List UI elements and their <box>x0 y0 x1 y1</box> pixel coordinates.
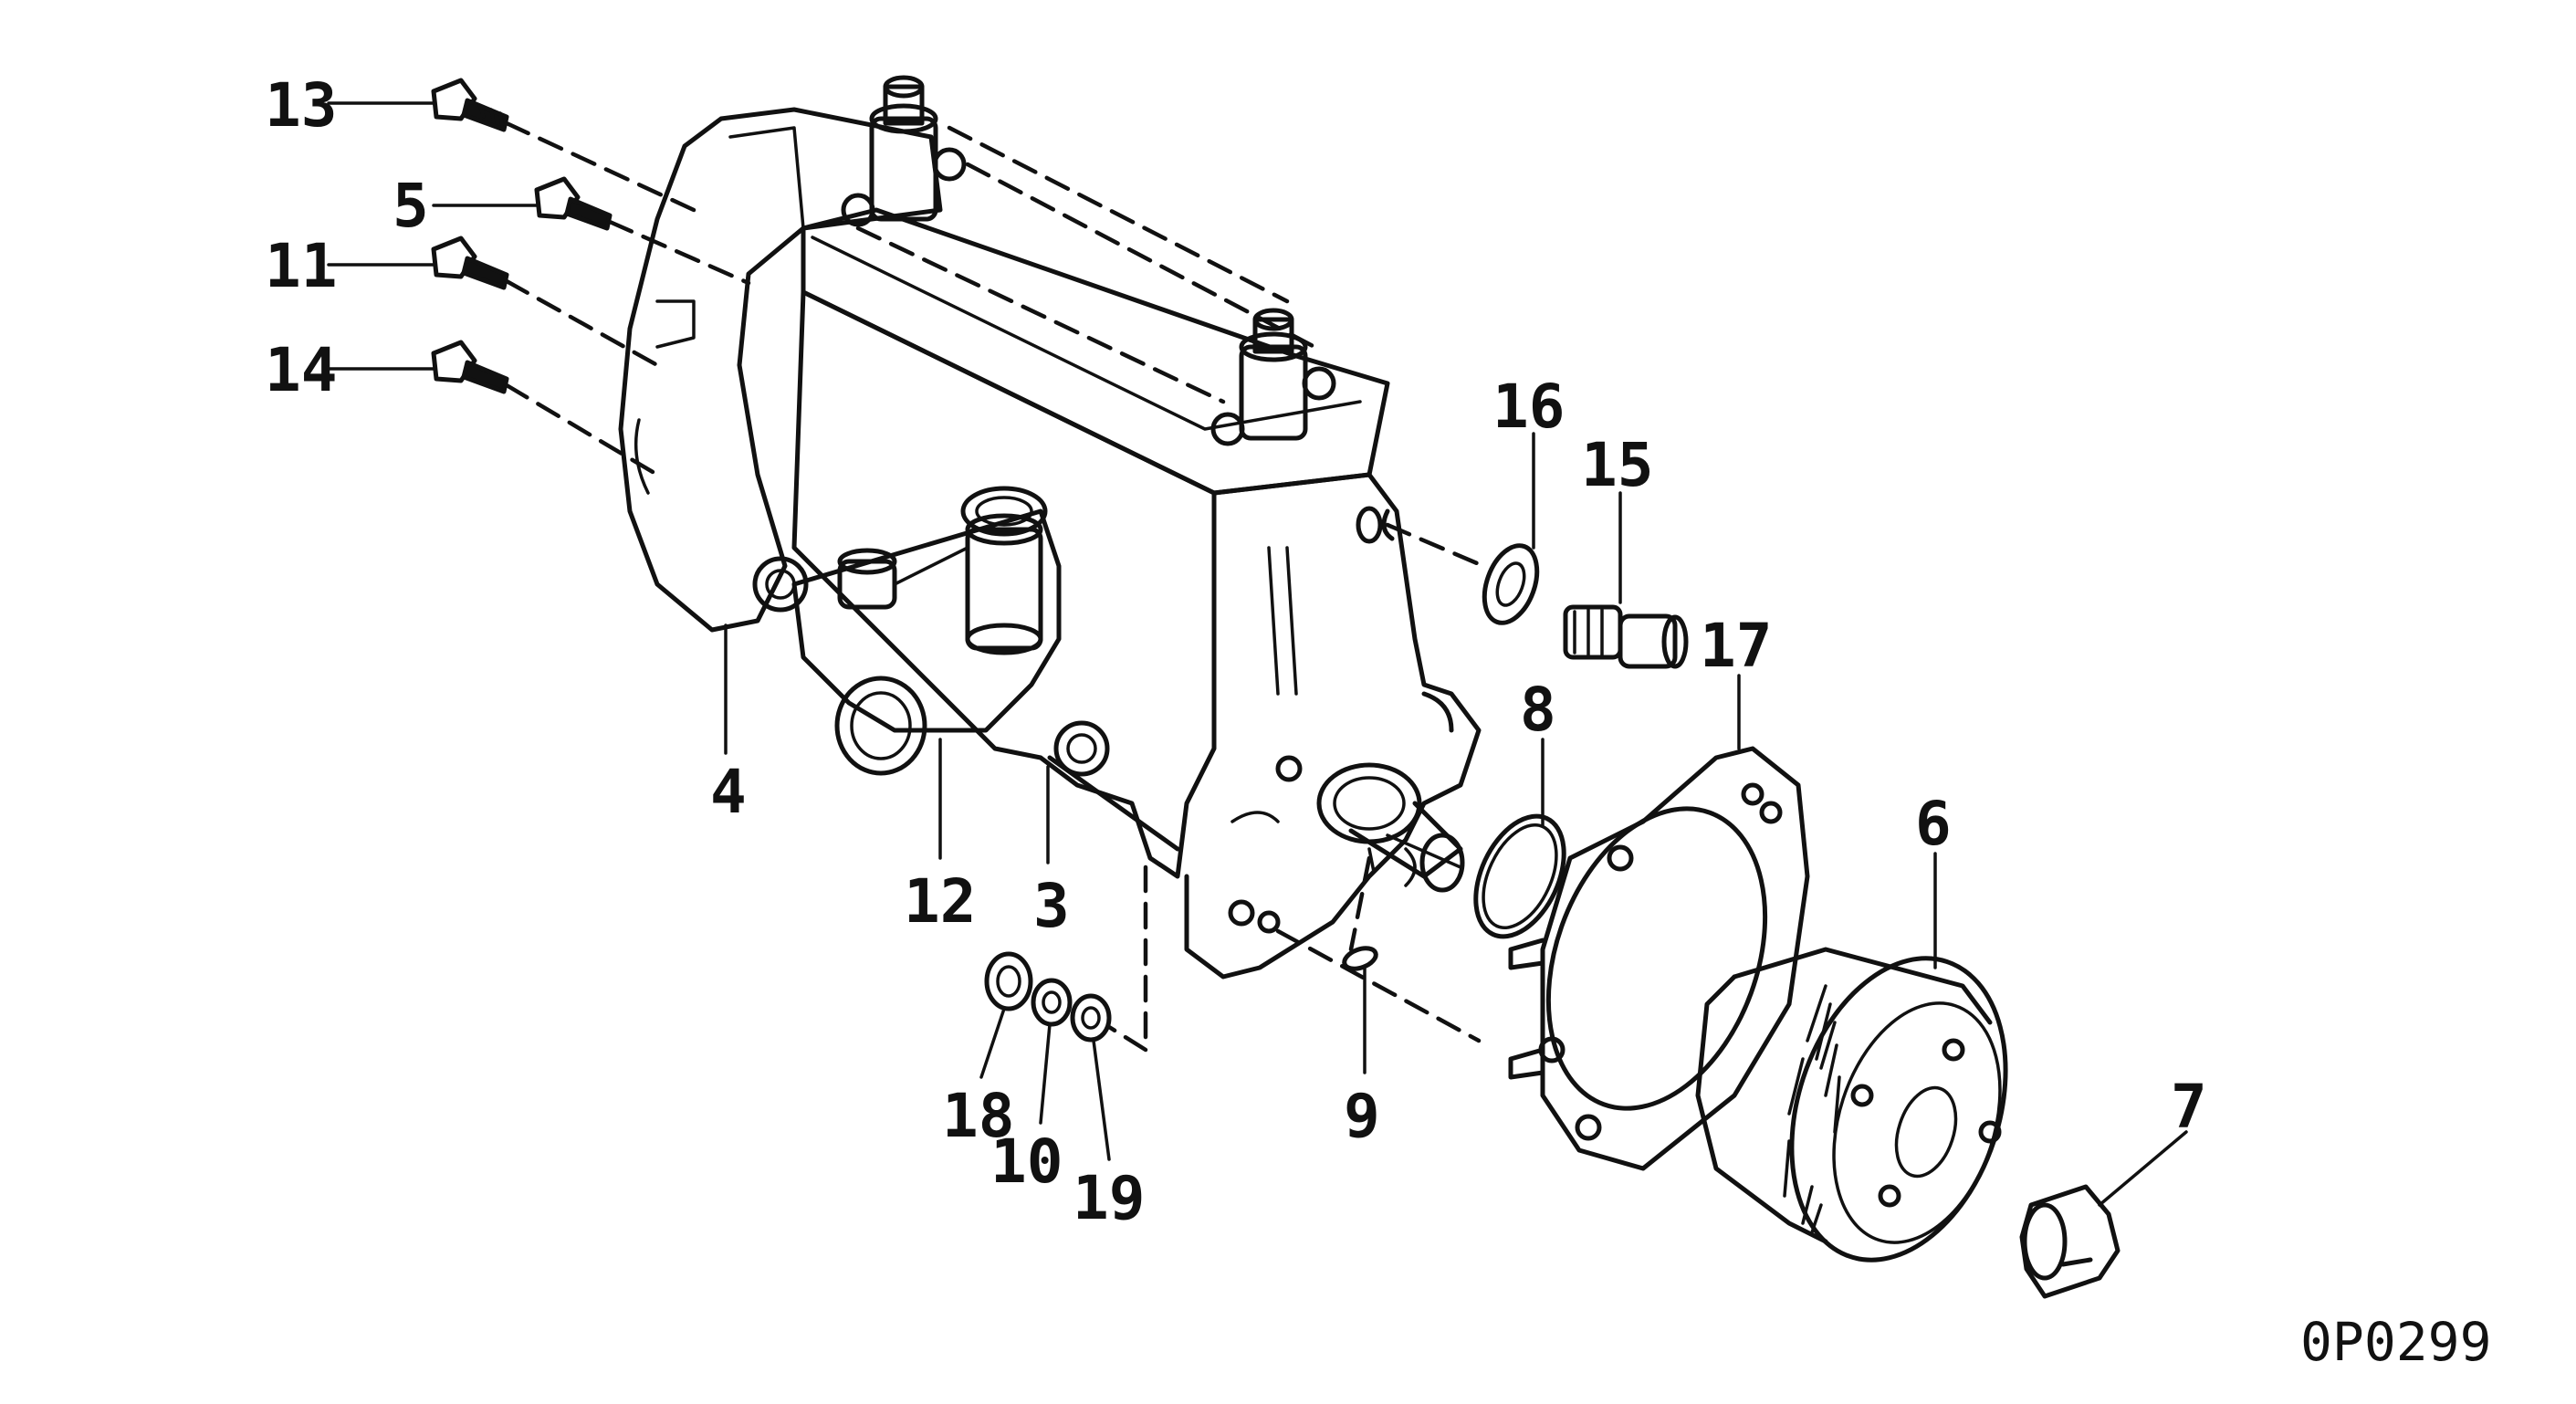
plug-15-icon <box>1563 604 1689 669</box>
callout-labels: 13 5 11 14 4 12 3 16 15 17 8 6 7 9 18 10… <box>265 70 2207 1233</box>
washer-16-icon <box>1482 543 1540 625</box>
washer-19-icon <box>1070 993 1112 1043</box>
injection-pump-body <box>618 107 1482 980</box>
assembly-lines <box>504 120 1486 1053</box>
bolt-5-icon <box>534 176 613 231</box>
callout-16: 16 <box>1492 372 1565 442</box>
bolt-11-icon <box>431 236 509 290</box>
bolt-14-icon <box>431 340 509 394</box>
nut-18-icon <box>984 951 1033 1011</box>
callout-7: 7 <box>2171 1072 2207 1142</box>
bolt-13-icon <box>431 78 509 132</box>
lock-washer-10-icon <box>1031 978 1073 1027</box>
delivery-valve-holders <box>841 75 1336 446</box>
callout-14: 14 <box>265 335 337 405</box>
callout-5: 5 <box>393 171 429 241</box>
feed-pump-assembly <box>791 486 1062 776</box>
drive-gear-6-icon <box>1695 947 2008 1263</box>
callout-12: 12 <box>904 866 976 937</box>
callout-11: 11 <box>265 231 337 301</box>
callout-8: 8 <box>1520 675 1556 745</box>
callout-15: 15 <box>1581 430 1653 500</box>
drawing-code: 0P0299 <box>2300 1311 2492 1373</box>
union-nuts <box>752 556 1180 852</box>
callout-17: 17 <box>1700 611 1772 681</box>
callout-4: 4 <box>710 757 747 827</box>
callout-3: 3 <box>1033 871 1070 941</box>
callout-13: 13 <box>265 70 337 141</box>
nut-7-icon <box>2019 1184 2120 1299</box>
callout-10: 10 <box>990 1126 1063 1197</box>
leader-lines <box>327 101 2188 1207</box>
gear-case-17 <box>1508 746 1810 1171</box>
callout-9: 9 <box>1344 1081 1380 1151</box>
callout-19: 19 <box>1073 1163 1145 1233</box>
callout-18: 18 <box>942 1081 1014 1151</box>
callout-6: 6 <box>1915 789 1952 859</box>
